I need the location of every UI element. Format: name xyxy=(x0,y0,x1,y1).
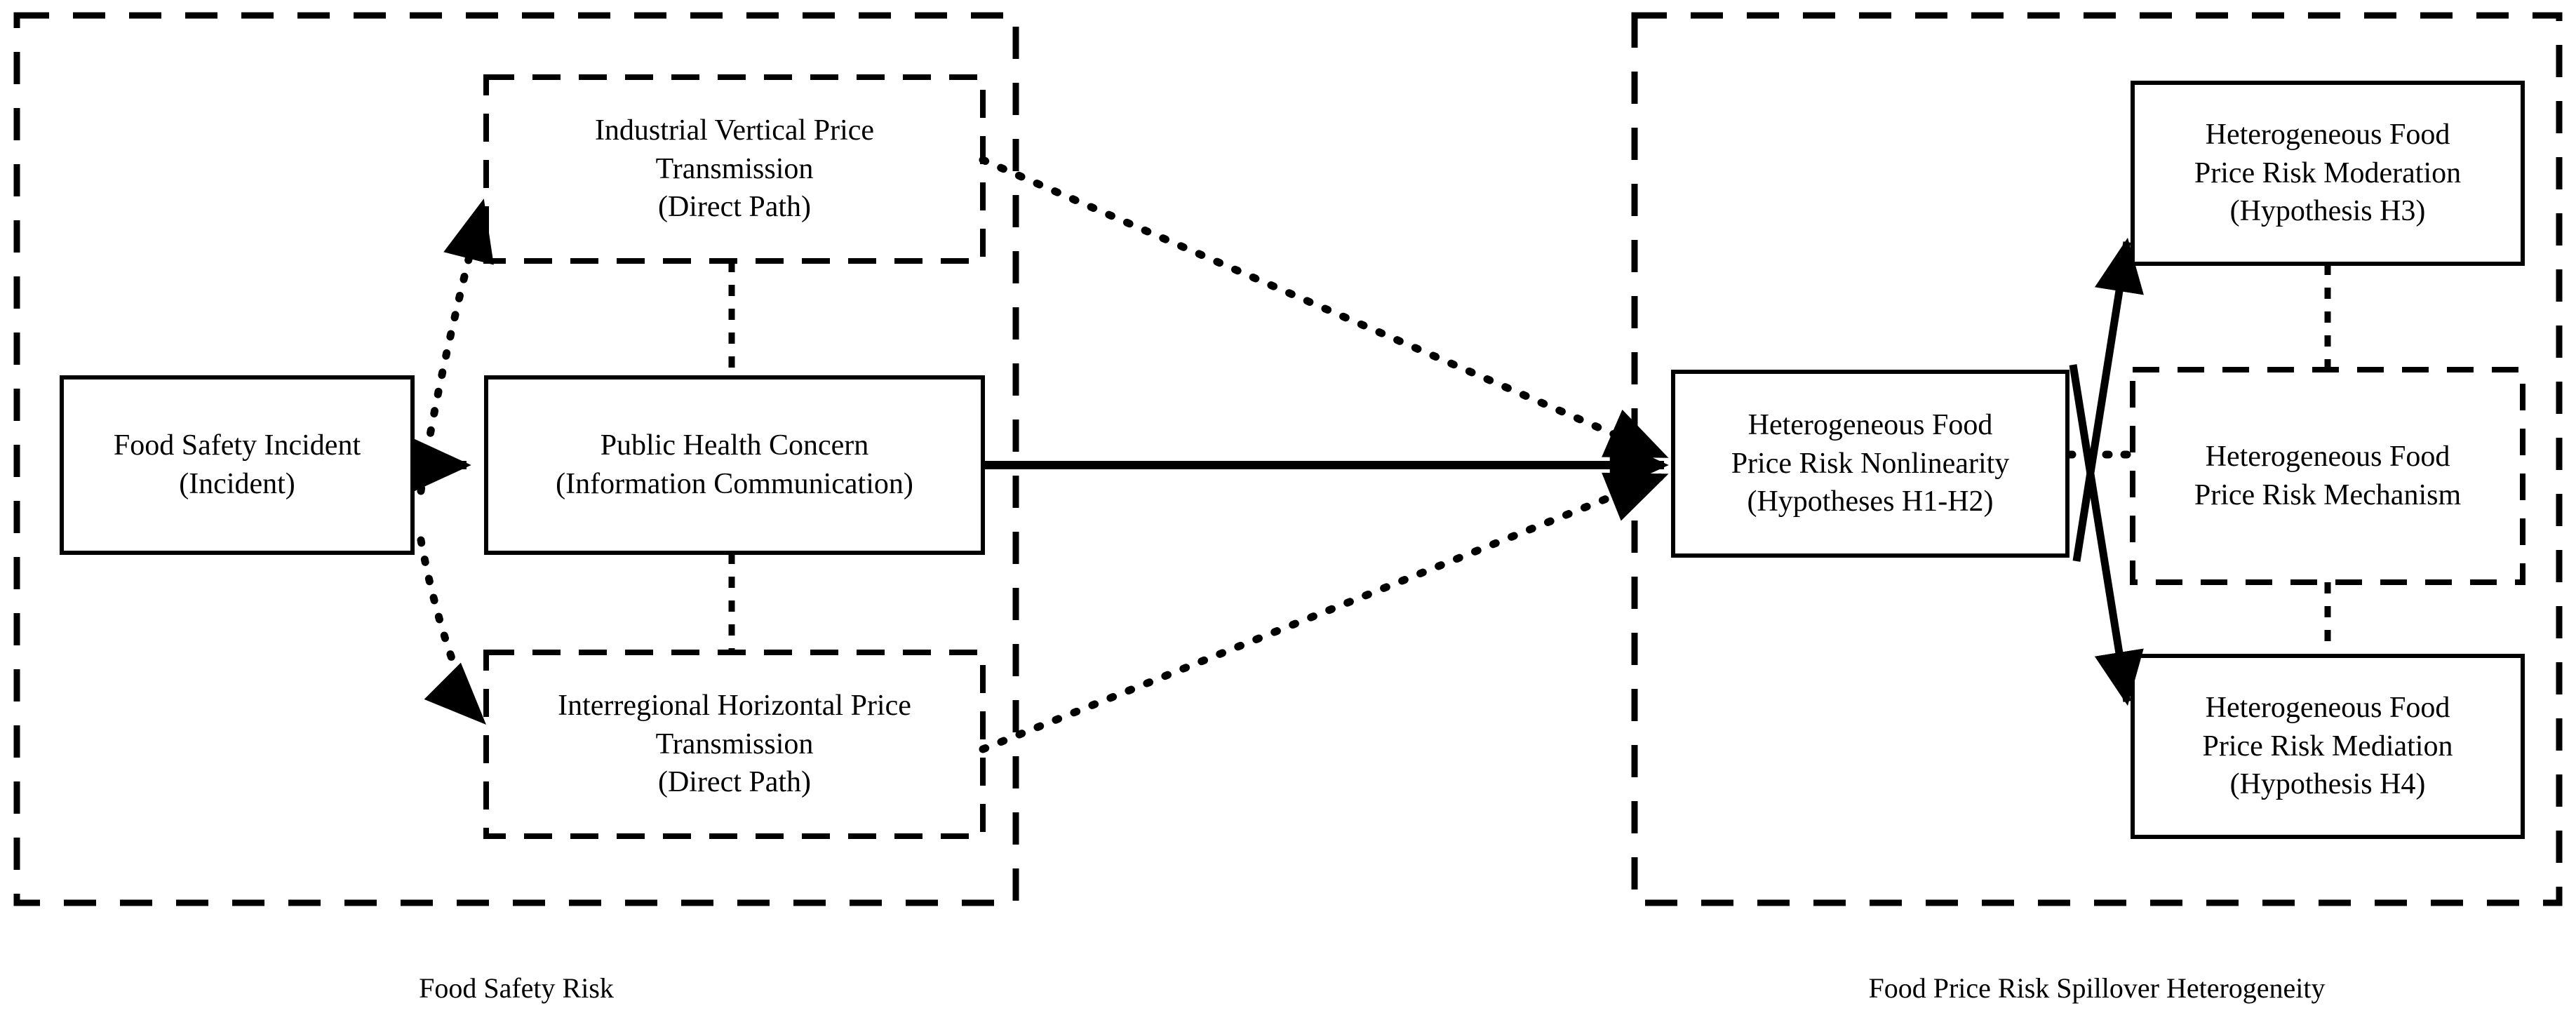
edge-nonlinearity-to-moderation xyxy=(2072,237,2144,562)
panel-border-food-safety-risk xyxy=(13,12,1019,906)
node-box-heterogeneous-food-price-risk-mediation[interactable] xyxy=(2131,654,2525,839)
edge-horizontal-transmission-to-nonlinearity xyxy=(979,471,1669,753)
panel-caption-food-safety-risk: Food Safety Risk xyxy=(419,972,614,1004)
edge-incident-to-vertical-transmission xyxy=(417,199,494,495)
node-box-food-safety-incident[interactable] xyxy=(60,375,415,555)
panel-caption-food-price-risk-spillover-heterogeneity: Food Price Risk Spillover Heterogeneity xyxy=(1868,972,2326,1004)
node-box-public-health-concern[interactable] xyxy=(484,375,985,555)
edge-incident-to-horizontal-transmission xyxy=(417,536,487,725)
node-box-heterogeneous-food-price-risk-moderation[interactable] xyxy=(2131,81,2525,266)
edge-nonlinearity-to-mediation xyxy=(2069,364,2144,706)
edge-vertical-transmission-to-nonlinearity xyxy=(979,156,1669,460)
node-box-heterogeneous-food-price-risk-mechanism[interactable] xyxy=(2130,367,2525,585)
node-box-interregional-horizontal-price-transmission[interactable] xyxy=(483,650,986,839)
node-box-heterogeneous-food-price-risk-nonlinearity[interactable] xyxy=(1671,370,2069,558)
node-box-industrial-vertical-price-transmission[interactable] xyxy=(483,74,986,264)
panel-border-food-price-risk-spillover xyxy=(1631,12,2563,906)
